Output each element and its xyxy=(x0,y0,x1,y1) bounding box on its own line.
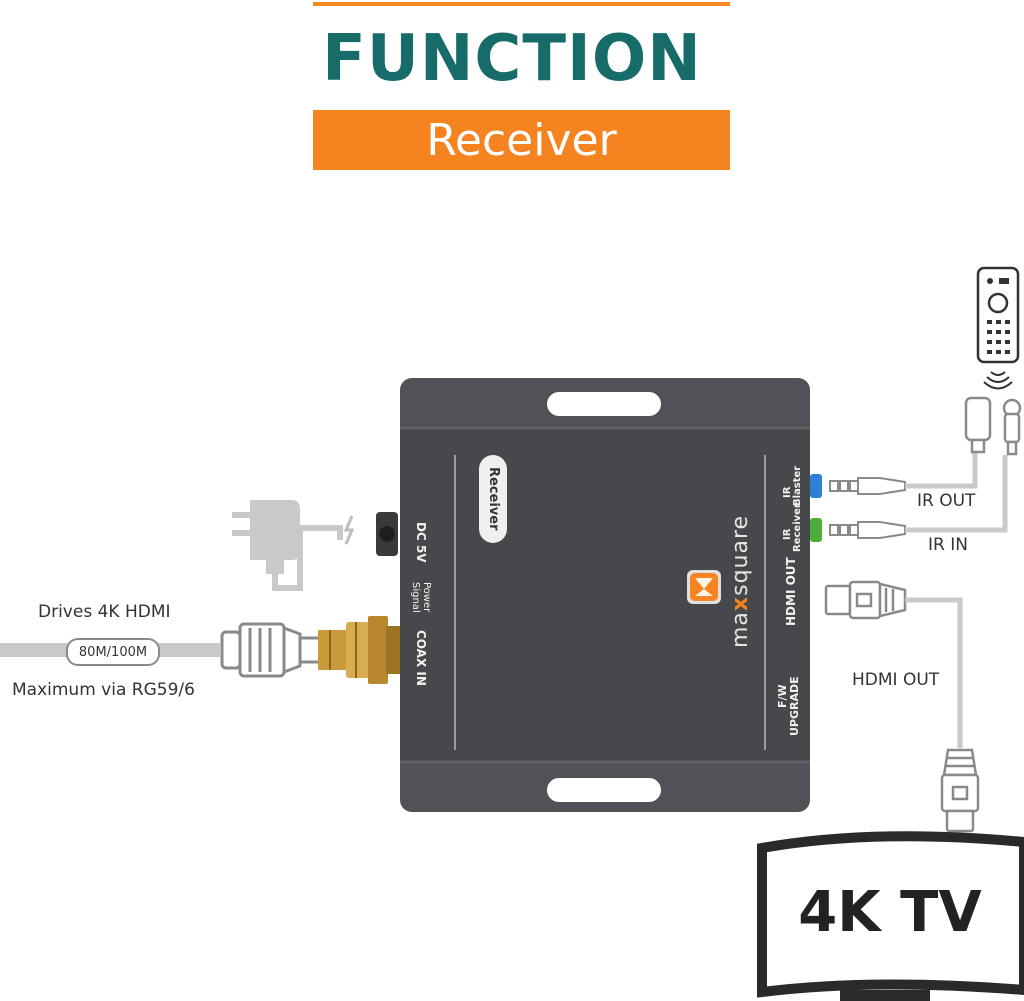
ir-in-label: IR IN xyxy=(928,535,968,555)
bnc-connector-icon xyxy=(318,616,400,684)
receiver-tag-text: Receiver xyxy=(486,467,501,531)
lightning-icon xyxy=(343,515,355,545)
dc-5v-label: DC 5V xyxy=(414,522,428,563)
hdmi-cable xyxy=(905,597,963,748)
ir-signal-icon xyxy=(983,371,1013,390)
ir-receiver-jack xyxy=(810,518,822,542)
power-adapter-icon xyxy=(232,500,343,591)
f-connector-icon xyxy=(220,622,322,678)
ir-receiver-icon xyxy=(1002,398,1022,456)
distance-tag: 80M/100M xyxy=(66,638,160,666)
hdmi-out-port-label: HDMI OUT xyxy=(784,557,798,626)
drives-label: Drives 4K HDMI xyxy=(38,602,171,622)
fw-label-2: UPGRADE xyxy=(788,676,801,736)
power-signal-label-2: Signal xyxy=(410,582,421,613)
top-rule xyxy=(313,2,730,6)
dc-jack xyxy=(376,512,398,556)
ir-out-cable xyxy=(905,450,978,489)
hdmi-plug-icon xyxy=(824,580,907,620)
remote-control-icon xyxy=(976,266,1020,364)
power-signal-label-1: Power xyxy=(421,582,432,613)
receiver-tag: Receiver xyxy=(479,455,507,543)
tv-icon xyxy=(757,831,1024,1001)
brand-x: x xyxy=(728,595,753,612)
coax-in-label: COAX IN xyxy=(414,630,428,686)
tv-label: 4K TV xyxy=(798,880,982,945)
distance-text: 80M/100M xyxy=(78,644,148,660)
ir-blaster-label-2: Blaster xyxy=(792,465,803,506)
page-title: FUNCTION xyxy=(322,22,702,96)
brand-suffix: square xyxy=(728,514,753,596)
subtitle-banner: Receiver xyxy=(313,110,730,170)
ir-receiver-label-2: Receiver xyxy=(792,503,803,552)
subtitle-text: Receiver xyxy=(426,114,617,166)
maximum-label: Maximum via RG59/6 xyxy=(12,680,195,700)
hdmi-plug-tv-icon xyxy=(940,748,980,833)
ir-out-label: IR OUT xyxy=(917,491,976,511)
brand-logo-text: maxsquare xyxy=(728,515,753,648)
ir-in-cable xyxy=(905,455,1008,533)
brand-prefix: ma xyxy=(728,611,753,648)
ir-in-plug xyxy=(829,521,906,539)
ir-blaster-jack xyxy=(810,474,822,498)
ir-out-plug xyxy=(829,477,906,495)
ir-blaster-icon xyxy=(964,396,992,454)
hdmi-out-label: HDMI OUT xyxy=(852,670,940,690)
